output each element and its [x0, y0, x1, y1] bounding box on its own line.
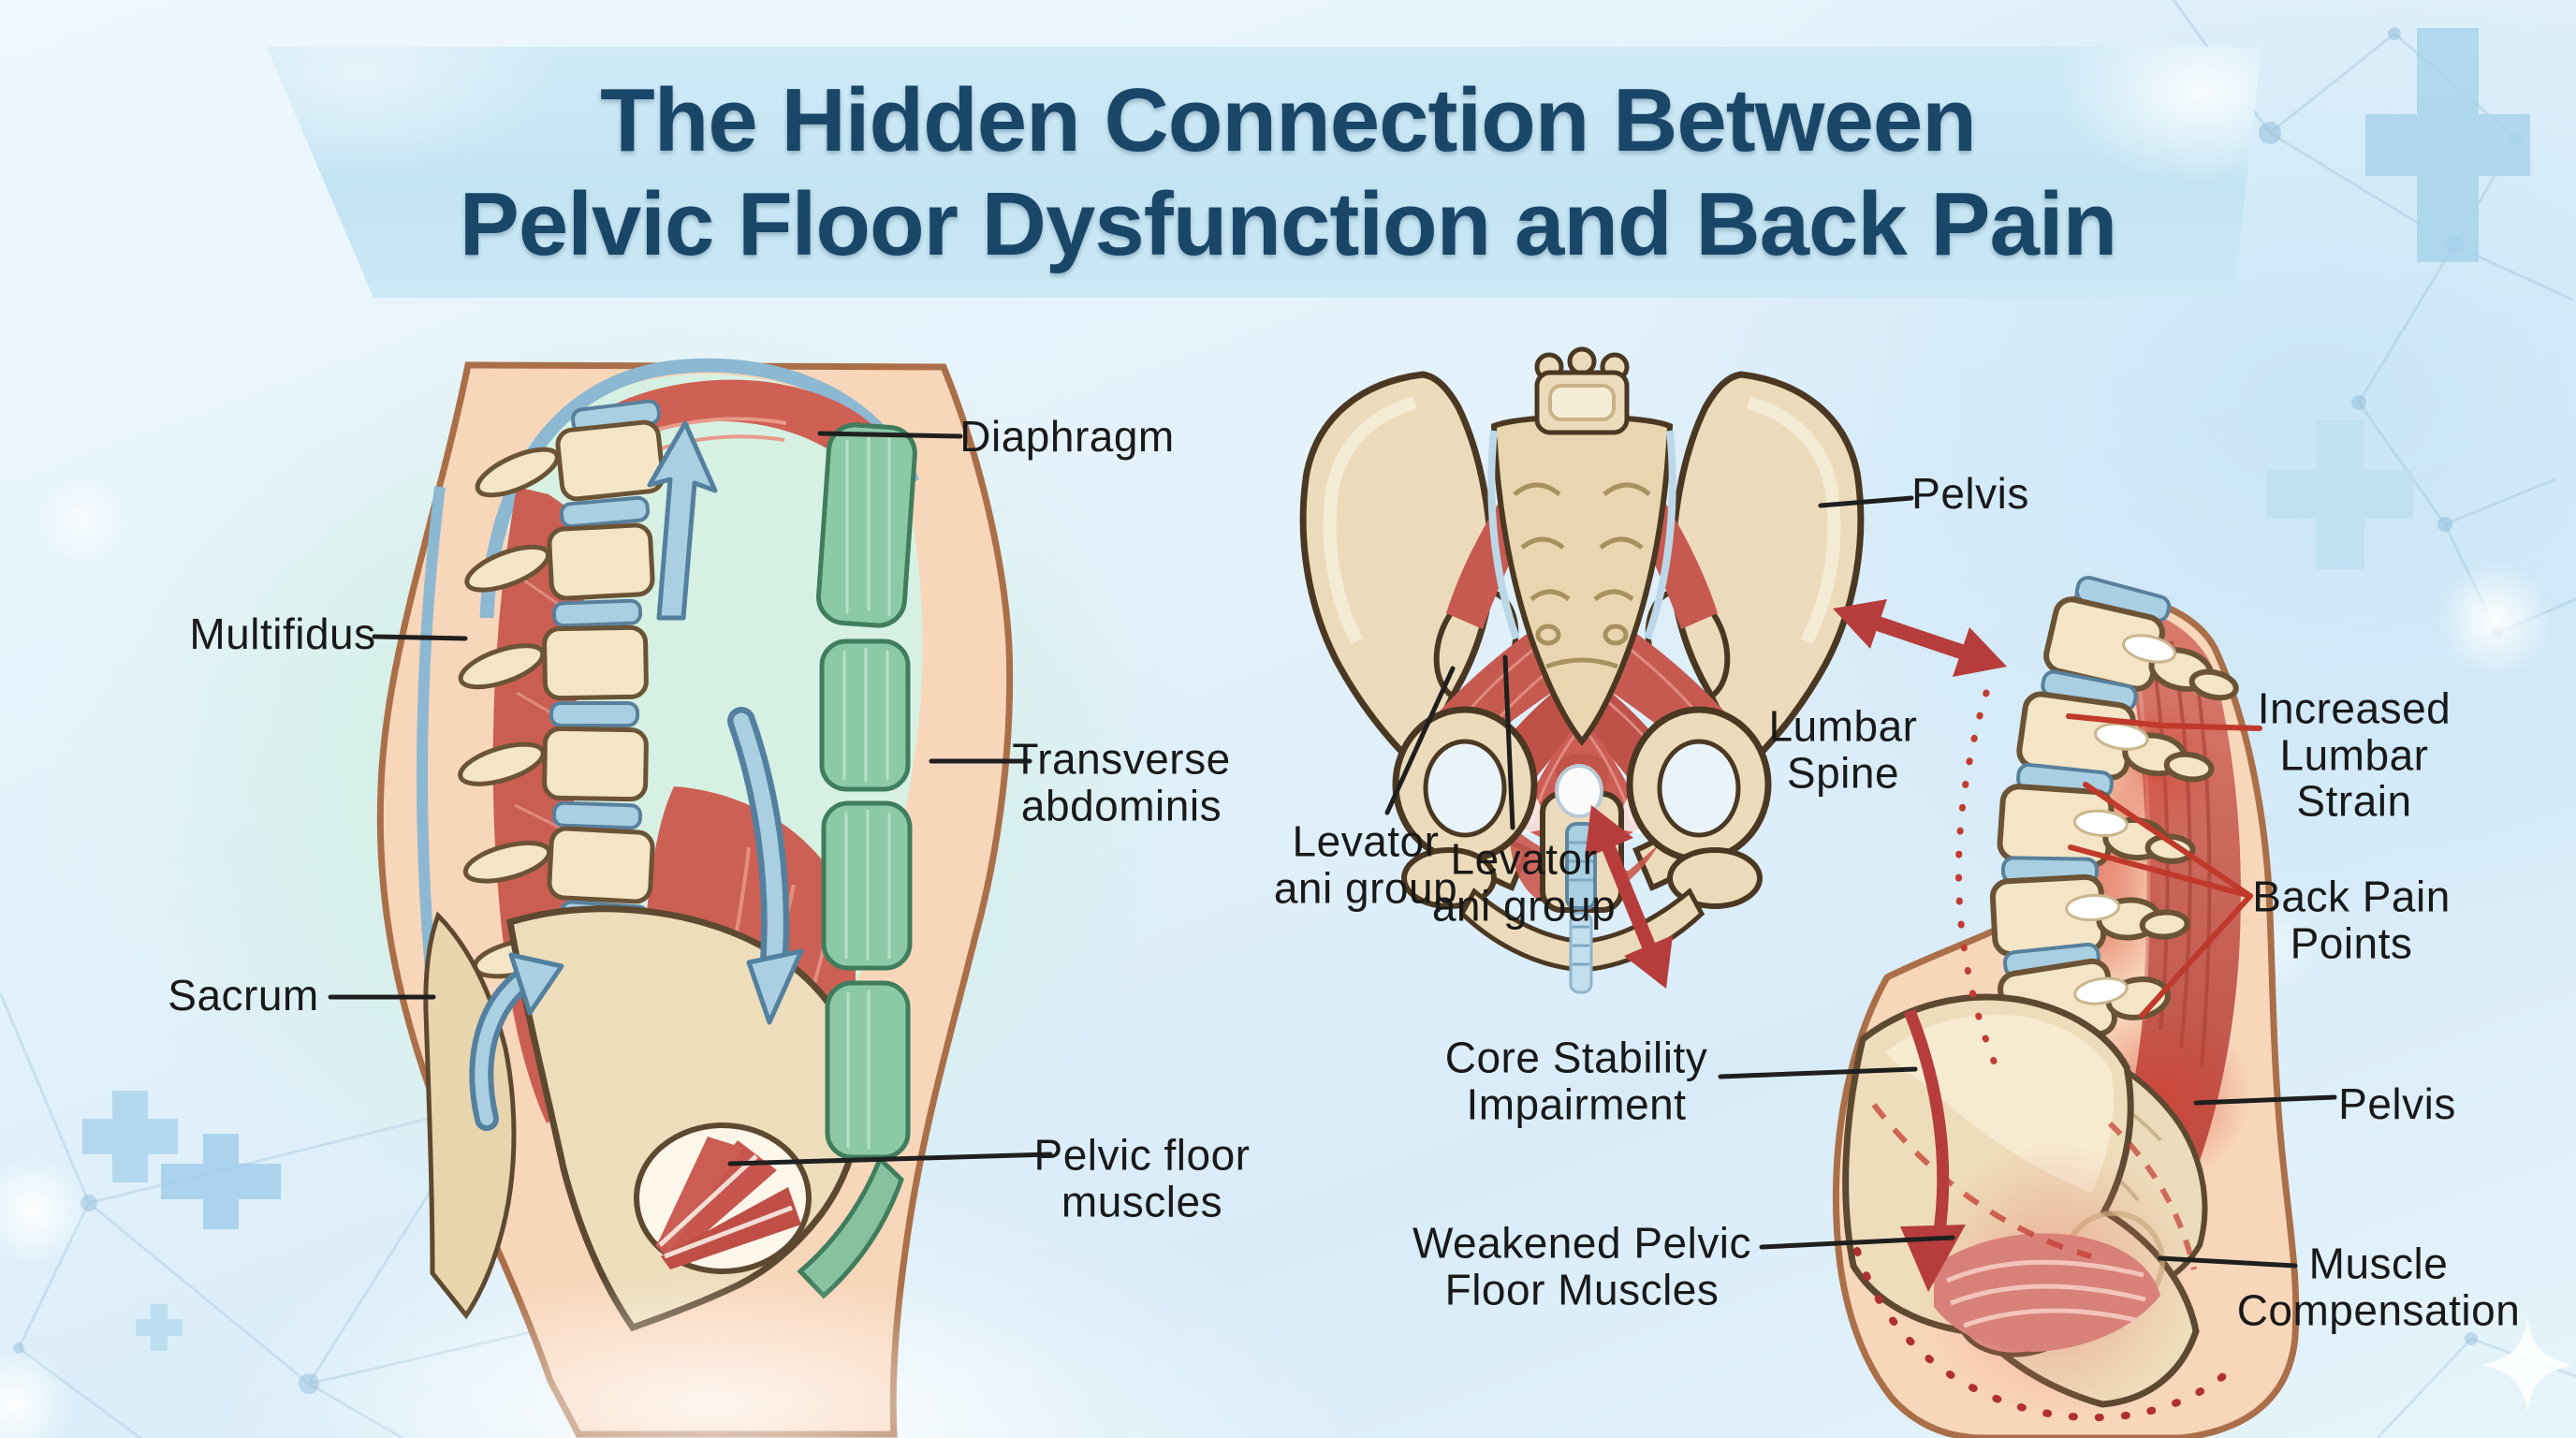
double-arrow-levator-pelvis-icon	[1585, 805, 1673, 989]
sacrum-center	[1490, 414, 1674, 746]
breath-flow-arrows	[469, 420, 804, 1131]
medical-cross-icon	[82, 1091, 178, 1182]
title-banner: The Hidden Connection Between Pelvic Flo…	[266, 47, 2262, 298]
label-sacrum: Sacrum	[168, 971, 319, 1020]
sacral-foramina	[1513, 482, 1651, 669]
title-line-1: The Hidden Connection Between	[600, 69, 1977, 170]
flow-arrow-curve-icon	[469, 952, 564, 1131]
pelvic-floor-muscle-fan	[655, 1137, 801, 1269]
title-line-2: Pelvic Floor Dysfunction and Back Pain	[459, 174, 2117, 274]
pubic-symphysis	[1565, 822, 1597, 994]
flow-arrow-down-icon	[727, 707, 804, 1025]
transverse-abdominis-band	[797, 422, 917, 1299]
leader-lines-red	[2066, 713, 2262, 1019]
weakened-pelvic-floor-muscle	[1934, 1233, 2160, 1352]
relationship-arrows	[1585, 599, 2007, 989]
medical-cross-icon	[161, 1134, 281, 1229]
medical-cross-icon	[136, 1304, 183, 1351]
l5-vertebra	[1534, 346, 1630, 435]
fascia-dome	[479, 358, 919, 619]
label-pelvis-anterior: Pelvis	[1911, 469, 2029, 519]
figure-lumbar-dysfunction	[1832, 575, 2300, 1438]
label-pelvis-lateral: Pelvis	[2338, 1079, 2456, 1129]
leader-lines-black	[328, 431, 2337, 1269]
medical-cross-icons	[82, 28, 2530, 1351]
flow-arrow-up-icon	[647, 420, 718, 621]
dashed-posture-guides	[1853, 689, 2232, 1422]
medical-cross-icon	[2365, 28, 2530, 262]
sparkle-icon	[2482, 1318, 2572, 1412]
pelvic-opening	[1555, 764, 1603, 818]
figure-pelvis-anterior	[1299, 346, 1865, 994]
double-arrow-pelvis-spine-icon	[1833, 599, 2007, 677]
figure-core-anatomy	[318, 358, 1105, 1438]
glow-spots	[0, 477, 2572, 1438]
lumbar-spine-right-figure	[1989, 575, 2239, 1049]
medical-cross-icon	[2267, 419, 2413, 569]
label-multifidus: Multifidus	[189, 609, 376, 659]
label-diaphragm: Diaphragm	[959, 412, 1175, 462]
